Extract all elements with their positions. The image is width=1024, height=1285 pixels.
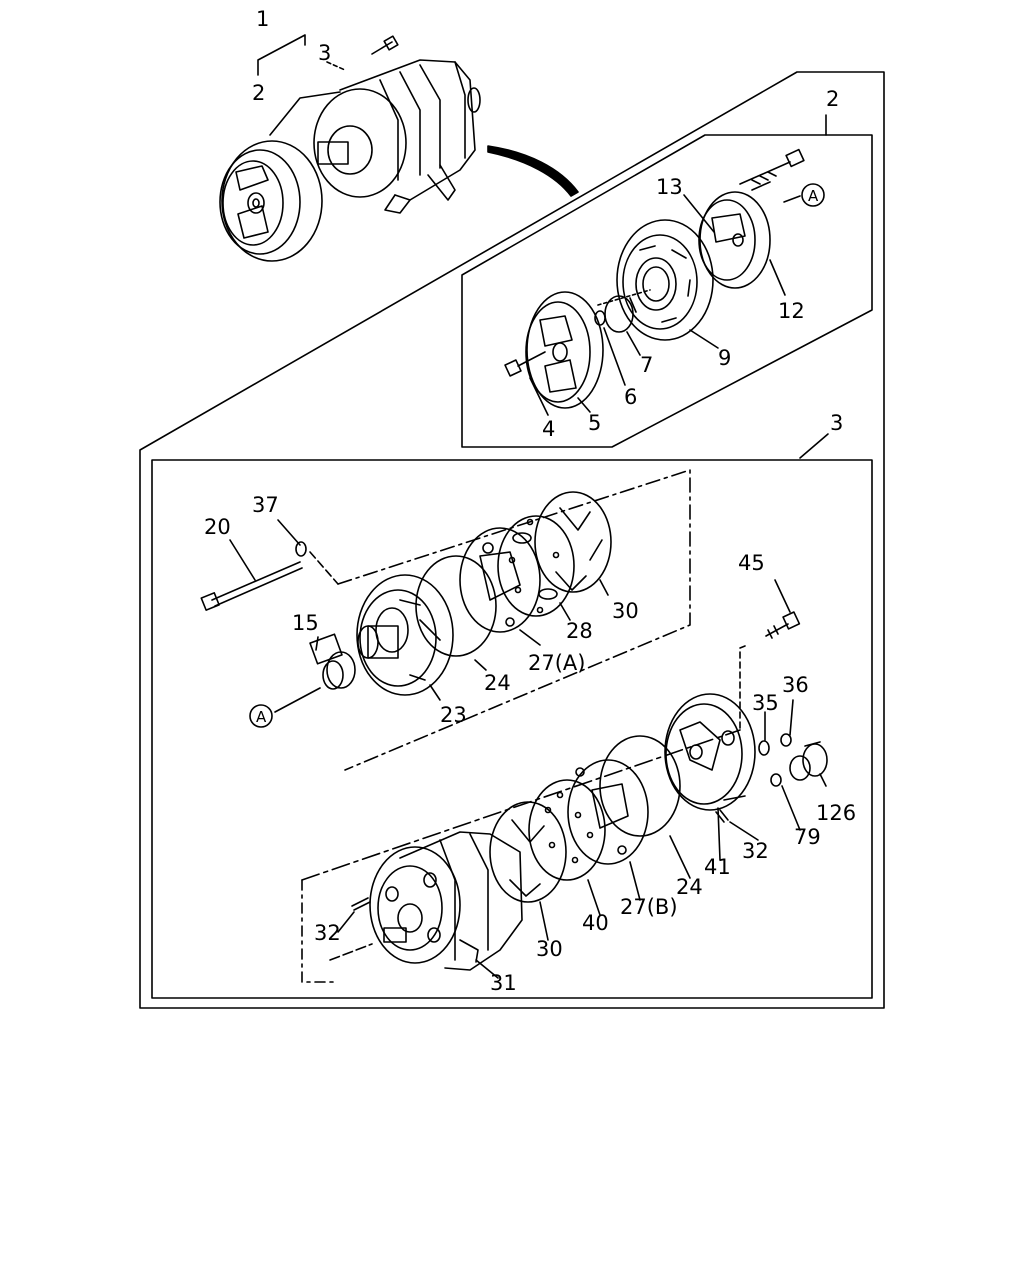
o-ring-79 bbox=[770, 773, 782, 787]
bolt-45 bbox=[765, 611, 801, 639]
label-ref-a-1: A bbox=[808, 187, 819, 205]
label-5: 5 bbox=[588, 411, 601, 435]
dashed-lower-box bbox=[301, 879, 336, 983]
field-coil-12 bbox=[698, 181, 771, 289]
bolt-4 bbox=[504, 351, 546, 377]
washer-37 bbox=[295, 541, 307, 557]
label-9: 9 bbox=[718, 346, 731, 370]
valve-plate-28 bbox=[497, 515, 575, 617]
callout-arrow bbox=[487, 145, 579, 197]
lower-section-leaders bbox=[337, 433, 829, 979]
assembly-3-inner-frame bbox=[151, 459, 873, 999]
valve-126 bbox=[789, 741, 828, 781]
o-ring-24-lower bbox=[599, 735, 681, 837]
gasket-27b bbox=[567, 759, 649, 865]
label-2-top: 2 bbox=[252, 81, 265, 105]
cylinder-block-31 bbox=[369, 831, 523, 971]
label-31: 31 bbox=[490, 971, 517, 995]
label-32-rear: 32 bbox=[742, 839, 769, 863]
pin-32-rear bbox=[715, 809, 729, 823]
label-41: 41 bbox=[704, 855, 731, 879]
shaft-seal-15 bbox=[309, 633, 356, 690]
reference-a-circle-2 bbox=[249, 704, 273, 728]
label-12: 12 bbox=[778, 299, 805, 323]
label-15: 15 bbox=[292, 611, 319, 635]
label-32-front: 32 bbox=[314, 921, 341, 945]
plug-36 bbox=[780, 733, 792, 747]
clutch-pulley-top bbox=[219, 140, 323, 262]
center-axis-line-lower bbox=[329, 943, 373, 961]
label-27b: 27(B) bbox=[620, 895, 678, 919]
label-23: 23 bbox=[440, 703, 467, 727]
washer-35 bbox=[758, 740, 770, 756]
label-3-top: 3 bbox=[318, 41, 331, 65]
label-40: 40 bbox=[582, 911, 609, 935]
label-35: 35 bbox=[752, 691, 779, 715]
rear-head-41 bbox=[664, 693, 756, 811]
label-27a: 27(A) bbox=[528, 651, 585, 675]
gasket-27a bbox=[459, 527, 541, 633]
valve-reed-30-lower bbox=[489, 801, 567, 903]
label-24-lower: 24 bbox=[676, 875, 703, 899]
label-ref-a-2: A bbox=[256, 708, 267, 726]
bolt-13 bbox=[739, 148, 805, 185]
front-head-23 bbox=[356, 574, 454, 696]
label-20: 20 bbox=[204, 515, 231, 539]
label-2-box: 2 bbox=[826, 87, 839, 111]
label-7: 7 bbox=[640, 353, 653, 377]
assembly-2-frame bbox=[461, 134, 873, 448]
label-79: 79 bbox=[794, 825, 821, 849]
upper-section-leaders bbox=[229, 519, 609, 713]
assembly-2-leaders bbox=[529, 114, 827, 416]
label-30-lower: 30 bbox=[536, 937, 563, 961]
assembly-3-outer-frame bbox=[139, 71, 885, 1009]
dashed-front-box bbox=[337, 469, 691, 771]
label-126: 126 bbox=[816, 801, 856, 825]
pin-32-front bbox=[351, 897, 371, 911]
label-45: 45 bbox=[738, 551, 765, 575]
label-13: 13 bbox=[656, 175, 683, 199]
label-6: 6 bbox=[624, 385, 637, 409]
reference-a-circle-1 bbox=[801, 183, 825, 207]
dashed-rear-box bbox=[739, 645, 746, 729]
label-36: 36 bbox=[782, 673, 809, 697]
label-4: 4 bbox=[542, 417, 555, 441]
o-ring-24-upper bbox=[415, 555, 497, 657]
bolt-20 bbox=[200, 561, 303, 611]
valve-reed-30-upper bbox=[534, 491, 612, 593]
label-28: 28 bbox=[566, 619, 593, 643]
pulley-9 bbox=[616, 219, 714, 341]
valve-plate-40 bbox=[528, 779, 606, 881]
center-axis-line bbox=[301, 729, 741, 881]
label-24-upper: 24 bbox=[484, 671, 511, 695]
top-leaders bbox=[257, 34, 346, 136]
compressor-body-top bbox=[313, 35, 481, 214]
label-3-box: 3 bbox=[830, 411, 843, 435]
label-1: 1 bbox=[256, 7, 269, 31]
label-37: 37 bbox=[252, 493, 279, 517]
label-30-upper: 30 bbox=[612, 599, 639, 623]
armature-plate-5 bbox=[525, 291, 604, 409]
